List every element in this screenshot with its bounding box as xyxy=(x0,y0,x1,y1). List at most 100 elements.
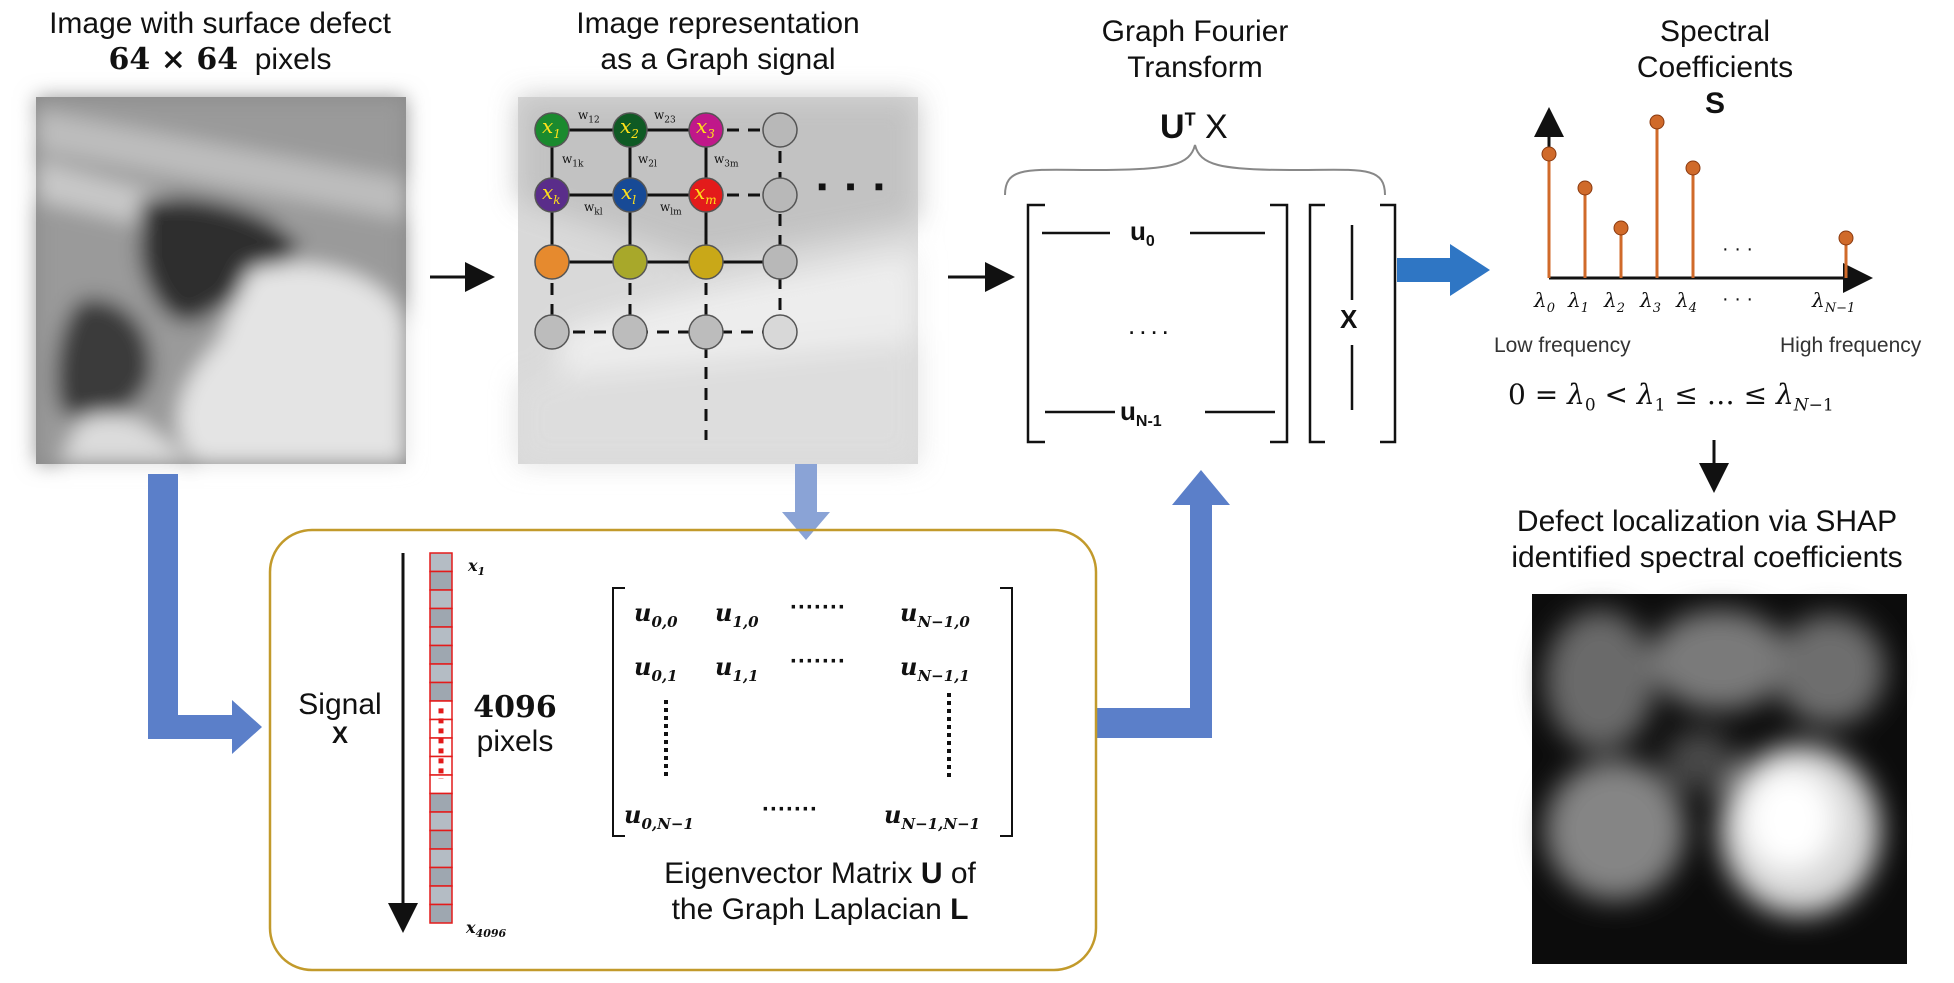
panel4-title: Spectral Coefficients S xyxy=(1636,15,1794,120)
pixel-cell xyxy=(429,552,453,573)
stem-marker xyxy=(1577,180,1593,196)
node-label-x1: x1 xyxy=(542,114,561,141)
matrix-row3-dots: ······· xyxy=(762,796,818,823)
pixel-cell xyxy=(429,589,453,610)
matrix-row-dots: .... xyxy=(1128,310,1173,340)
pixel-cell xyxy=(429,570,453,591)
vector-x: X xyxy=(1340,304,1358,334)
defect-image xyxy=(36,97,406,464)
node-gray xyxy=(762,177,798,213)
matrix-u11: u1,1 xyxy=(715,652,759,685)
arrow-to-spectrum xyxy=(1397,244,1490,296)
edge-w1k: w1k xyxy=(562,152,584,170)
node-gray xyxy=(688,314,724,350)
panel1-title: Image with surface defect 64 × 64 pixels xyxy=(49,7,391,77)
localization-image xyxy=(1532,594,1907,964)
edge-wlm: wlm xyxy=(660,200,682,218)
edge-wkl: wkl xyxy=(584,200,603,218)
arrow-image-to-signal xyxy=(148,474,262,754)
lambda-N-1: λN−1 xyxy=(1812,288,1856,316)
panel5-title: Defect localization via SHAP identified … xyxy=(1511,505,1903,574)
node-label-x3: x3 xyxy=(696,114,715,141)
lambda-1: λ1 xyxy=(1568,288,1589,316)
lambda-2: λ2 xyxy=(1604,288,1625,316)
stem-marker xyxy=(1685,160,1701,176)
graph-image xyxy=(518,97,918,464)
lambda-ellipsis: · · · xyxy=(1722,288,1754,310)
edge-w12: w12 xyxy=(578,108,600,126)
image-size: 64 × 64 xyxy=(108,42,239,77)
laplacian-frame xyxy=(268,528,1098,972)
high-frequency-label: High frequency xyxy=(1780,334,1922,357)
pixel-cell xyxy=(429,848,453,869)
image-size-unit: pixels xyxy=(254,43,332,76)
arrow-laplacian-to-gft xyxy=(1096,470,1230,738)
edge-w3m: w3m xyxy=(714,152,739,170)
gft-matrix xyxy=(1026,203,1397,444)
edge-w2l: w2l xyxy=(638,152,657,170)
node-xm xyxy=(688,177,724,213)
node-orange xyxy=(534,244,570,280)
x-last-label: x4096 xyxy=(466,918,507,941)
node-x2 xyxy=(612,112,648,148)
pixel-cell xyxy=(429,903,453,924)
edge-w23: w23 xyxy=(654,108,676,126)
node-gray xyxy=(534,314,570,350)
lambda-4: λ4 xyxy=(1676,288,1697,316)
stem-marker xyxy=(1838,230,1854,246)
matrix-uN-1-0: uN−1,0 xyxy=(900,598,970,631)
pixel-column xyxy=(429,552,453,924)
stem-marker xyxy=(1541,146,1557,162)
matrix-u0-N-1: u0,N−1 xyxy=(624,800,694,833)
arrow-graph-to-laplacian xyxy=(782,464,830,540)
gft-formula: UT X xyxy=(1160,108,1228,146)
matrix-u00: u0,0 xyxy=(634,598,678,631)
brace xyxy=(1004,144,1386,196)
node-x3 xyxy=(688,112,724,148)
pixel-cell xyxy=(429,885,453,906)
matrix-u10: u1,0 xyxy=(715,598,759,631)
node-gray xyxy=(762,112,798,148)
lambda-0: λ0 xyxy=(1534,288,1555,316)
node-label-xk: xk xyxy=(542,180,561,207)
stem-marker xyxy=(1613,220,1629,236)
laplacian-caption: Eigenvector Matrix U of the Graph Laplac… xyxy=(664,857,976,926)
flow-arrows xyxy=(148,464,1230,754)
eigenvalue-ordering: 0 = λ0 < λ1 ≤ … ≤ λN−1 xyxy=(1508,378,1834,416)
graph-nodes xyxy=(534,112,798,350)
matrix-uN-1-N-1: uN−1,N−1 xyxy=(884,800,981,833)
node-gray xyxy=(762,314,798,350)
stem-marker xyxy=(1649,114,1665,130)
laplacian-matrix-brackets xyxy=(612,587,1013,837)
low-frequency-label: Low frequency xyxy=(1494,334,1631,357)
node-label-xm: xm xyxy=(694,180,717,207)
pixel-cell xyxy=(429,681,453,702)
pixel-cell xyxy=(429,644,453,665)
node-xk xyxy=(534,177,570,213)
pixel-cell xyxy=(429,811,453,832)
matrix-row-u0: u0 xyxy=(1130,216,1155,251)
pixel-cell xyxy=(429,829,453,850)
node-label-x2: x2 xyxy=(620,114,639,141)
pixel-cell xyxy=(429,774,453,795)
panel3-title: Graph Fourier Transform xyxy=(1101,15,1289,84)
node-gold xyxy=(688,244,724,280)
signal-label: Signal X xyxy=(298,688,382,749)
node-gray xyxy=(612,314,648,350)
matrix-row-uN-1: uN-1 xyxy=(1120,396,1162,431)
matrix-uN-1-1: uN−1,1 xyxy=(900,652,970,685)
node-xl xyxy=(612,177,648,213)
node-olive xyxy=(612,244,648,280)
node-x1 xyxy=(534,112,570,148)
graph-continuation-dots: ■ ■ ■ xyxy=(818,178,892,194)
pixel-cell xyxy=(429,626,453,647)
matrix-row2-dots: ······· xyxy=(790,648,846,675)
pixel-cell xyxy=(429,866,453,887)
lambda-3: λ3 xyxy=(1640,288,1661,316)
pixel-cell xyxy=(429,792,453,813)
pixel-cell xyxy=(429,607,453,628)
matrix-row1-dots: ······· xyxy=(790,594,846,621)
node-label-xl: xl xyxy=(621,180,637,207)
matrix-u01: u0,1 xyxy=(634,652,678,685)
stem-plot xyxy=(1534,107,1873,293)
